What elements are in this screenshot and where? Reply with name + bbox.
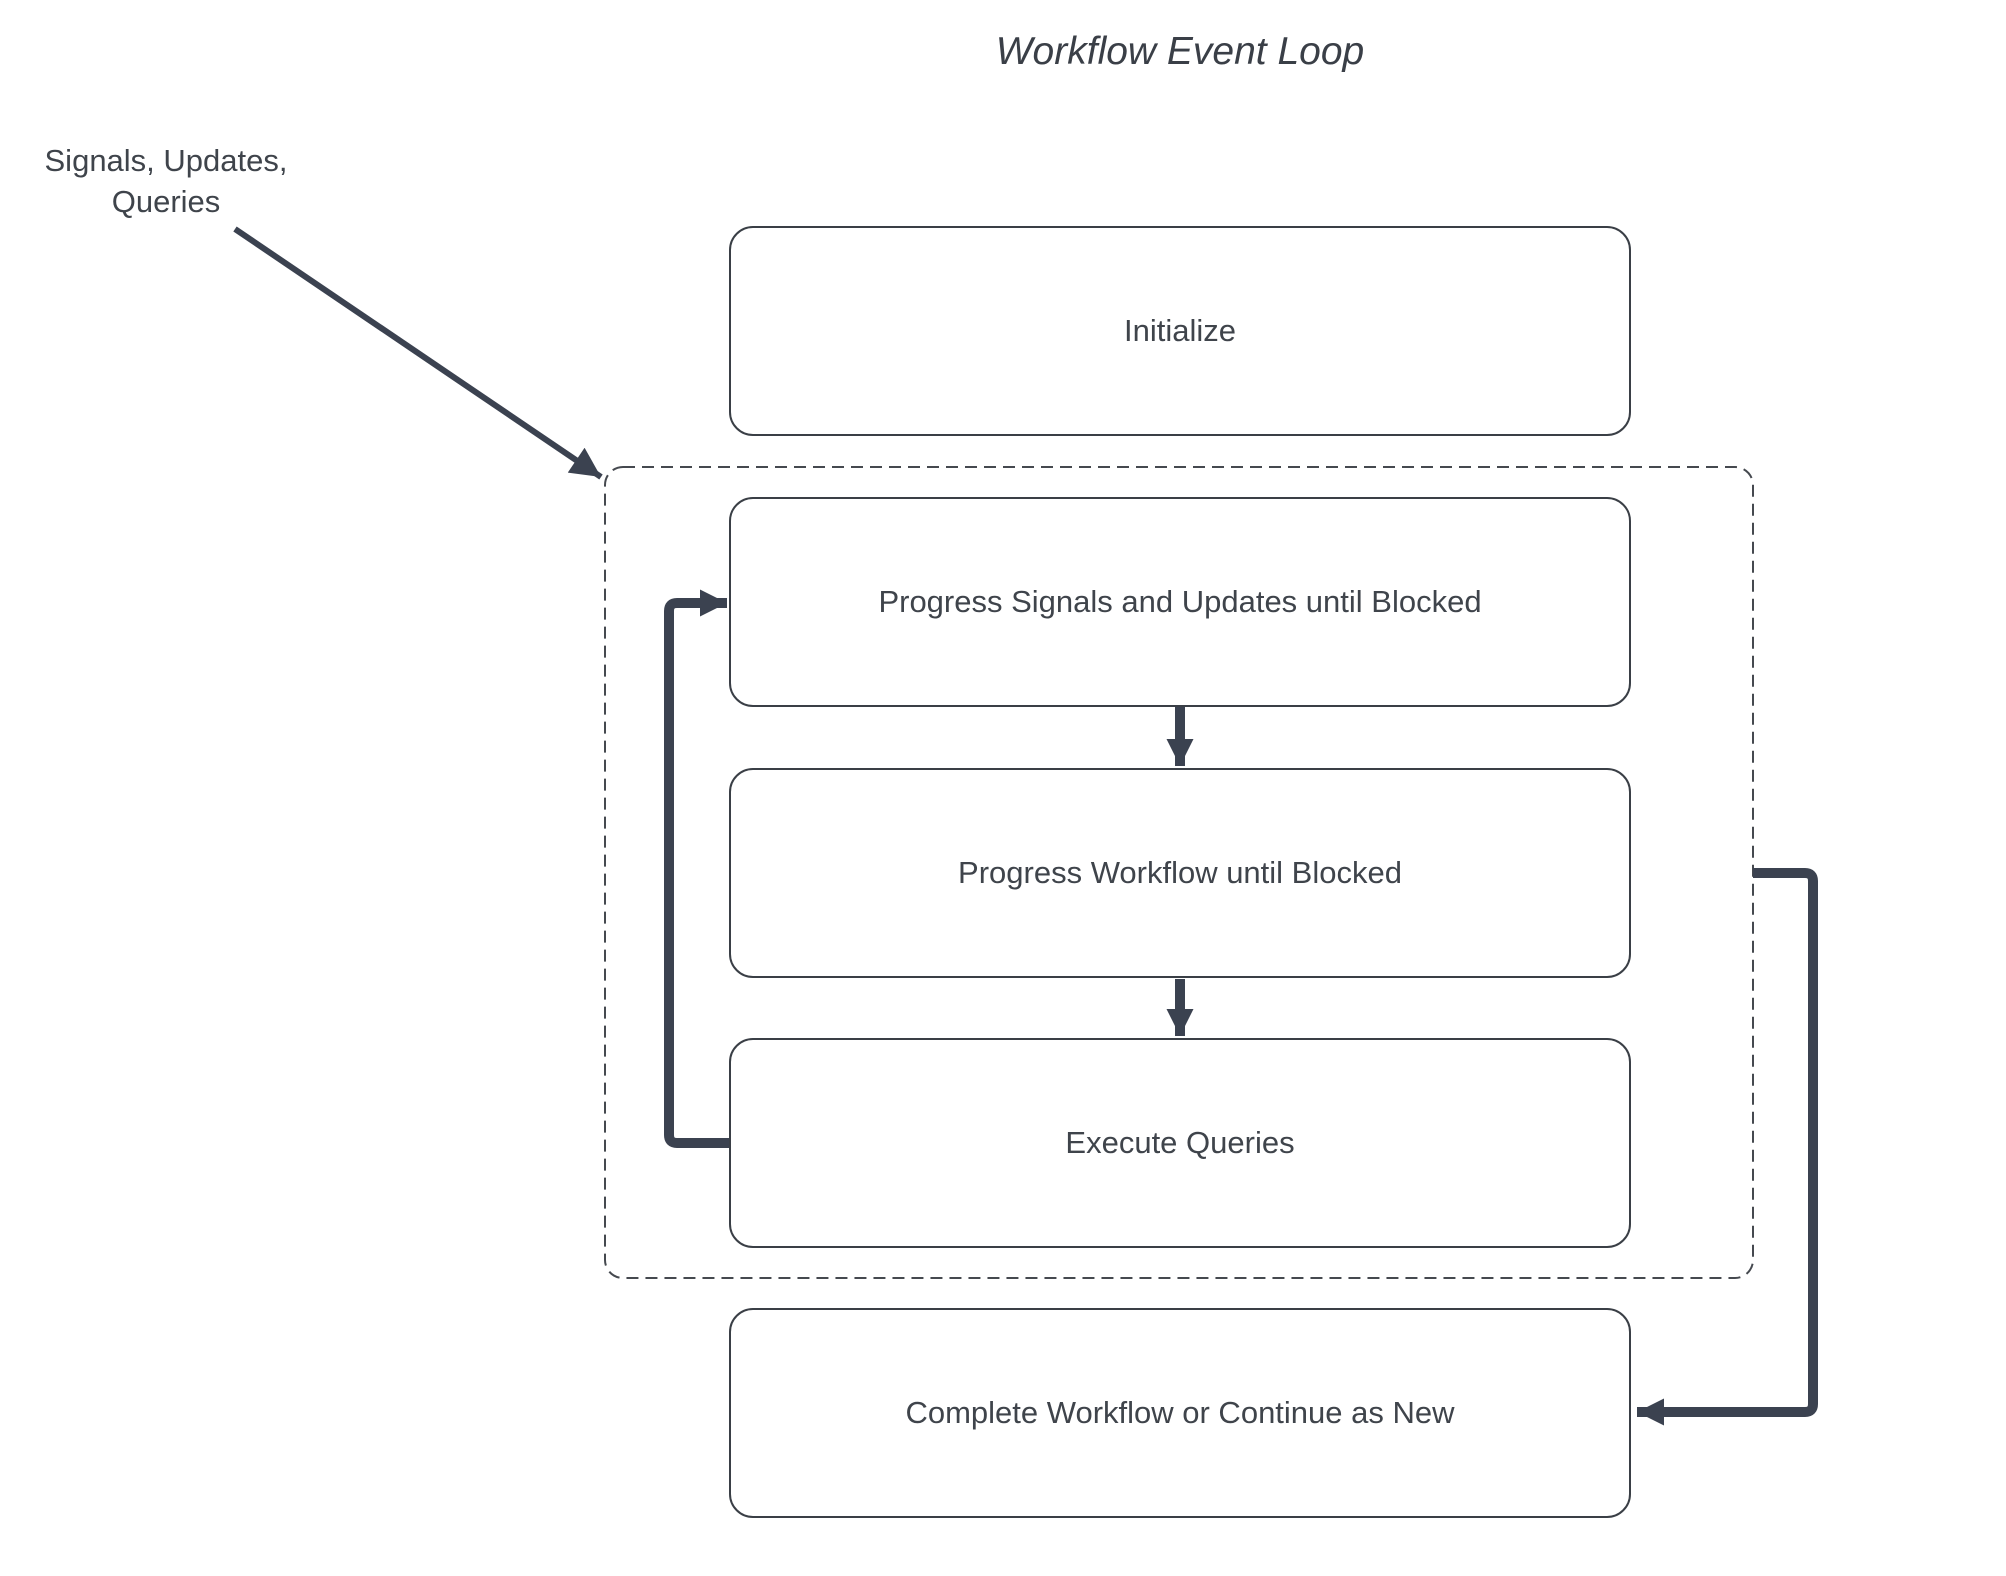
edge-annotation-to-event-loop-arrow [233, 226, 603, 480]
node-execute-queries: Execute Queries [729, 1038, 1631, 1248]
node-progress-signals: Progress Signals and Updates until Block… [729, 497, 1631, 707]
node-progress-signals-label: Progress Signals and Updates until Block… [878, 584, 1482, 619]
edge-execute-queries-to-progress-signals-loop-arrow [664, 589, 729, 1148]
node-complete-label: Complete Workflow or Continue as New [905, 1395, 1455, 1430]
node-complete: Complete Workflow or Continue as New [729, 1308, 1631, 1518]
edge-event-loop-to-complete-arrow [1637, 868, 1818, 1426]
annotation-line-1: Signals, Updates, [44, 143, 288, 178]
node-progress-workflow: Progress Workflow until Blocked [729, 768, 1631, 978]
node-progress-workflow-label: Progress Workflow until Blocked [958, 855, 1402, 890]
page-title: Workflow Event Loop [995, 30, 1365, 73]
signals-updates-queries-annotation: Signals, Updates, Queries [45, 140, 288, 222]
node-initialize: Initialize [729, 226, 1631, 436]
node-initialize-label: Initialize [1124, 313, 1236, 348]
annotation-line-2: Queries [111, 184, 221, 219]
node-execute-queries-label: Execute Queries [1065, 1125, 1295, 1160]
